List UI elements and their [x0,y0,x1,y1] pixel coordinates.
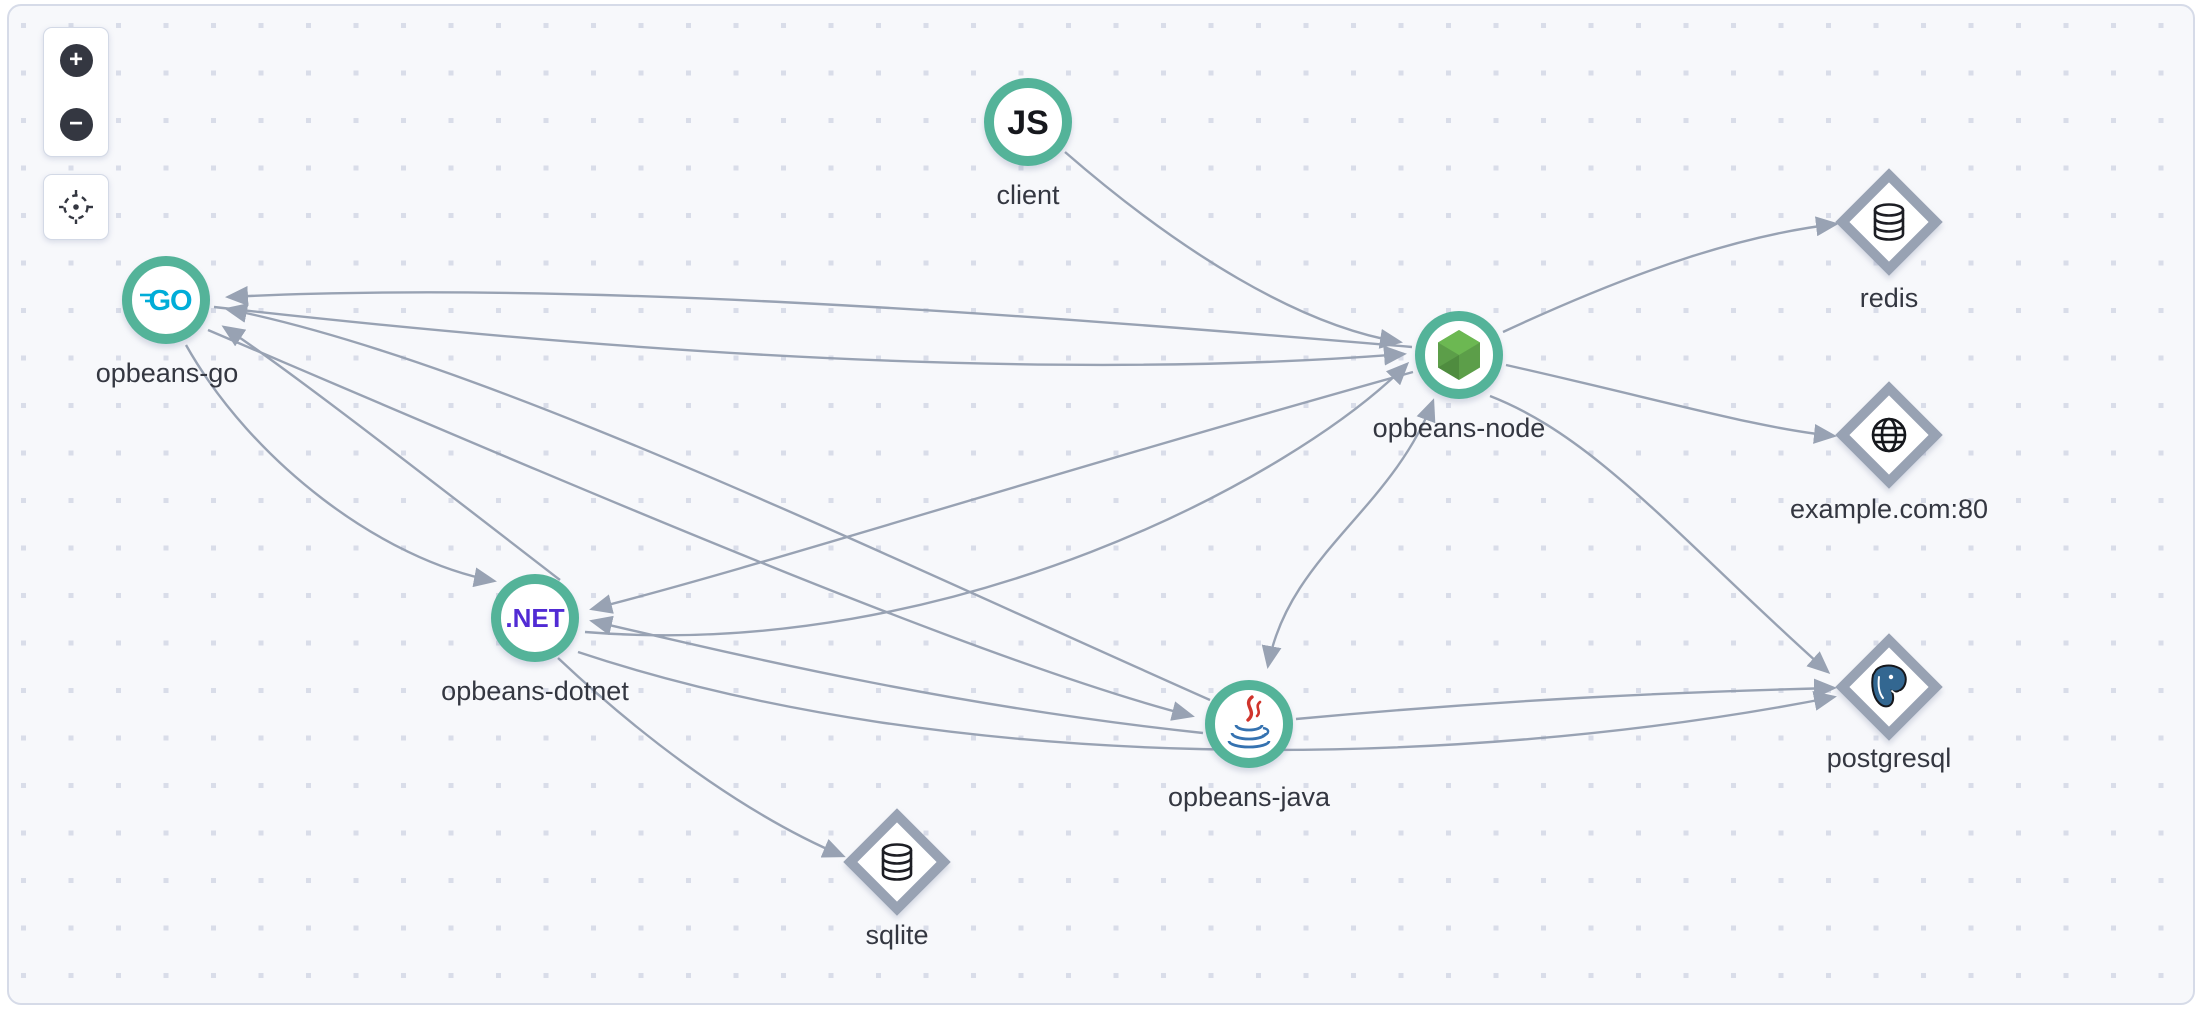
node-label-opbeans-node: opbeans-node [1373,413,1546,443]
edge-opbeans-java-to-opbeans-dotnet[interactable] [589,615,1204,735]
edge-opbeans-node-to-opbeans-go[interactable] [225,285,1413,349]
postgresql-icon [1871,664,1907,708]
service-ring [491,574,579,662]
crosshair-icon [59,190,93,224]
dependency-diamond [843,808,951,916]
service-node-opbeans-go[interactable]: GO [122,256,210,344]
dependency-node-example-com[interactable] [1835,381,1943,489]
edge-opbeans-java-to-postgresql[interactable] [1295,678,1837,721]
dependency-node-postgresql[interactable] [1835,633,1943,741]
edge-opbeans-dotnet-to-opbeans-go[interactable] [221,325,561,581]
node-label-redis: redis [1860,283,1919,313]
edge-opbeans-node-to-opbeans-dotnet[interactable] [589,370,1414,614]
node-label-example-com: example.com:80 [1790,494,1988,524]
globe-icon [1871,417,1907,453]
center-control-panel [43,174,109,240]
edge-client-to-opbeans-node[interactable] [1064,151,1403,349]
service-ring [1205,680,1293,768]
service-node-opbeans-java[interactable] [1205,680,1293,768]
dotnet-icon: .NET [505,603,564,633]
dependency-node-sqlite[interactable] [843,808,951,916]
dependency-diamond [1835,168,1943,276]
node-label-opbeans-dotnet: opbeans-dotnet [441,676,629,706]
edge-opbeans-go-to-opbeans-java[interactable] [207,328,1195,721]
center-on-content-button[interactable] [52,183,100,231]
node-label-opbeans-go: opbeans-go [96,358,239,388]
edge-opbeans-node-opbeans-java-bidirectional[interactable] [1261,398,1436,669]
edge-opbeans-node-to-example-com[interactable] [1505,363,1837,444]
js-icon: JS [1007,104,1049,142]
nodejs-icon [1438,330,1480,380]
service-node-opbeans-node[interactable] [1415,311,1503,399]
go-icon: GO [140,285,193,317]
edge-opbeans-java-to-opbeans-go[interactable] [224,303,1211,702]
zoom-in-button[interactable]: + [59,43,93,77]
edge-opbeans-node-to-redis[interactable] [1502,216,1839,334]
zoom-out-button[interactable]: − [59,107,93,141]
service-node-opbeans-dotnet[interactable]: .NET [491,574,579,662]
service-node-client[interactable]: JS [984,78,1072,166]
node-label-client: client [996,180,1060,210]
node-label-opbeans-java: opbeans-java [1168,782,1331,812]
edge-opbeans-node-to-postgresql[interactable] [1489,394,1831,674]
edges-layer [184,151,1839,858]
edge-opbeans-go-to-opbeans-node[interactable] [213,305,1407,367]
node-label-sqlite: sqlite [865,920,928,950]
edge-opbeans-dotnet-to-sqlite[interactable] [557,657,846,858]
zoom-controls-panel: + − [43,27,109,157]
database-icon [881,843,913,881]
map-background[interactable] [7,4,2195,1005]
service-ring [984,78,1072,166]
edge-opbeans-dotnet-to-postgresql[interactable] [577,650,1837,752]
edge-opbeans-go-to-opbeans-dotnet[interactable] [184,344,497,588]
service-ring [122,256,210,344]
dependency-node-redis[interactable] [1835,168,1943,276]
java-icon [1227,695,1271,749]
svg-text:GO: GO [148,285,192,317]
nodes-layer: JS client GO opbeans-go opbeans-node [96,78,1988,950]
database-icon [1873,203,1905,241]
node-label-postgresql: postgresql [1827,743,1952,773]
